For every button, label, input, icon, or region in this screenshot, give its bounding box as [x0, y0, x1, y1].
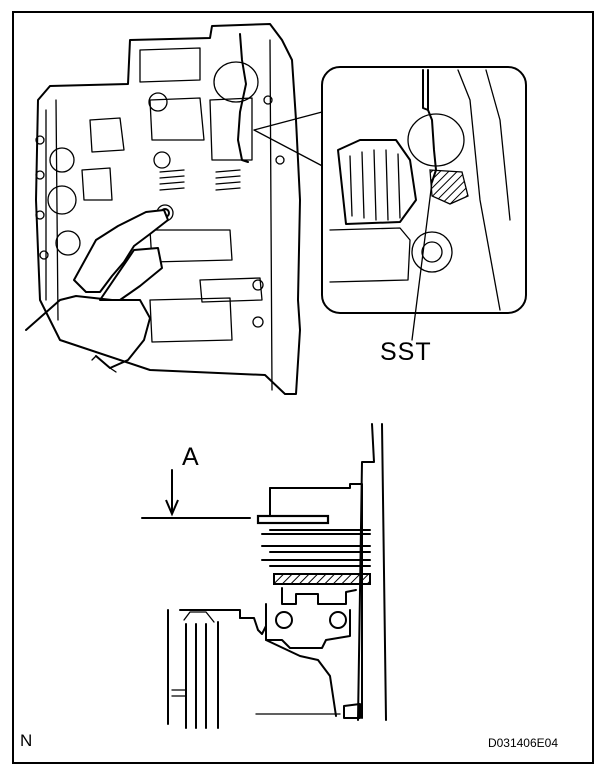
sst-label: SST — [380, 338, 432, 366]
callout-line-2 — [253, 111, 323, 131]
orientation-label: N — [20, 731, 33, 750]
figure-code: D031406E04 — [487, 736, 558, 750]
valve-body-illustration — [35, 23, 301, 395]
hatched-plate — [273, 573, 371, 585]
top-plate — [256, 514, 330, 525]
cross-section — [141, 423, 387, 729]
figure-frame — [12, 11, 594, 764]
detail-inset — [321, 66, 527, 341]
callout-line — [253, 129, 331, 171]
hand-illustration — [25, 209, 169, 373]
dimension-a-label: A — [182, 443, 199, 471]
